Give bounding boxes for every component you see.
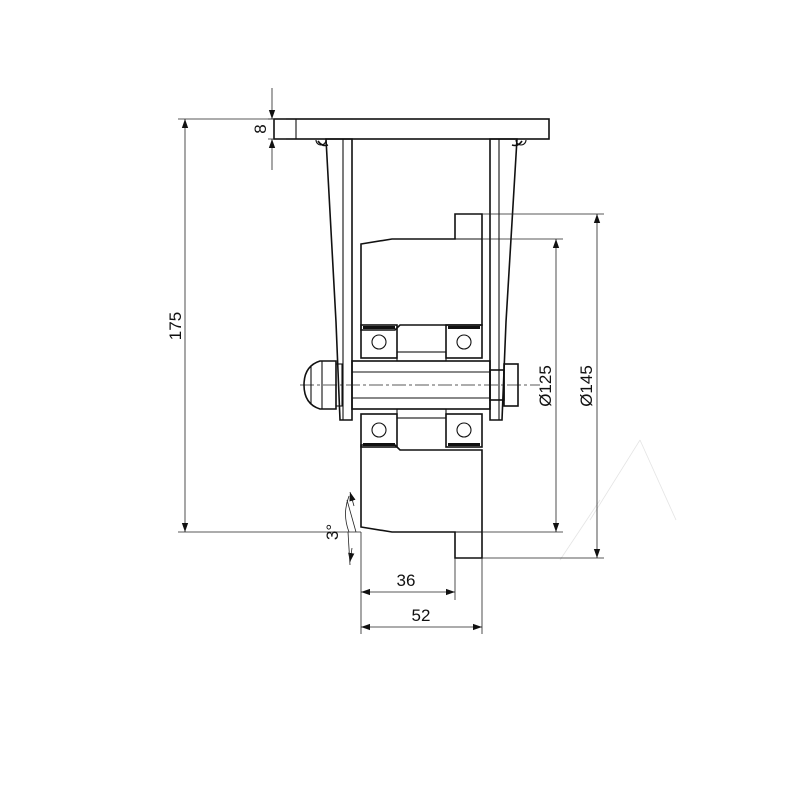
dimension-hub-width: 36: [360, 532, 456, 600]
bearing-bottom-left: [360, 413, 398, 448]
wheel-section-lower: [360, 444, 483, 559]
angle-label: 3°: [323, 524, 342, 540]
wheel-section-upper: [360, 213, 483, 331]
dimension-wheel-diameter: Ø145: [482, 213, 604, 559]
top-plate: [273, 118, 550, 147]
dimension-hub-diameter: Ø125: [482, 238, 563, 533]
hub-width-label: 36: [397, 571, 416, 590]
axle: [300, 360, 540, 410]
fork-left: [325, 138, 353, 421]
wheel-diameter-label: Ø145: [577, 365, 596, 407]
plate-thickness-label: 8: [251, 124, 270, 133]
dimension-overall-height: 175: [166, 118, 361, 533]
dimension-wheel-width: 52: [360, 558, 483, 634]
overall-height-label: 175: [166, 312, 185, 340]
fork-right: [489, 138, 518, 421]
bearing-bottom-right: [445, 413, 483, 448]
axle-nut: [303, 360, 343, 410]
construction-lines: [559, 439, 677, 561]
wheel-width-label: 52: [412, 606, 431, 625]
bearing-top-left: [360, 324, 398, 359]
dimension-angle: 3°: [323, 491, 357, 566]
hub-diameter-label: Ø125: [536, 365, 555, 407]
dimension-plate-thickness: 8: [251, 88, 286, 170]
bearing-top-right: [445, 324, 483, 359]
